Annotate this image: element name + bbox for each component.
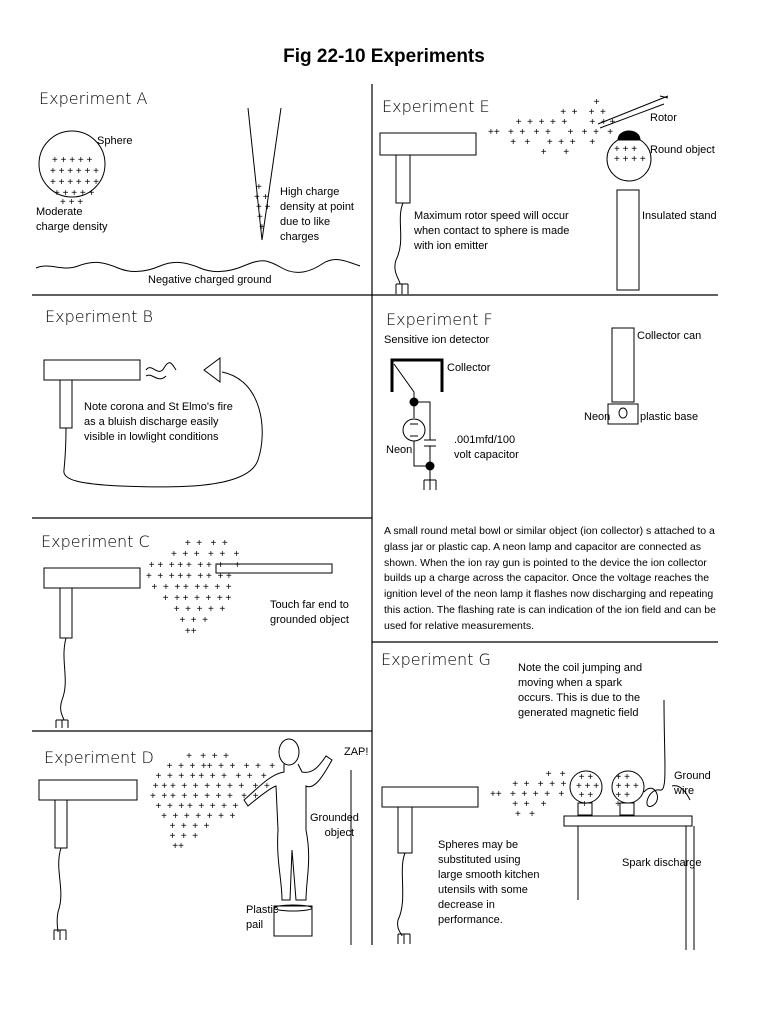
- exp-f-collector-label: Collector: [447, 362, 491, 374]
- exp-e-round-label: Round object: [650, 144, 715, 156]
- exp-a-moderate-label: Moderate charge density: [36, 206, 108, 233]
- svg-text:+: +: [257, 212, 263, 223]
- exp-e-stand-label: Insulated stand: [642, 210, 717, 222]
- exp-e-rotor-label: Rotor: [650, 112, 677, 124]
- svg-text:+: +: [259, 222, 265, 233]
- exp-b-title: Experiment B: [45, 307, 154, 326]
- exp-e-note: Maximum rotor speed will occur when cont…: [414, 210, 570, 252]
- page-title: Fig 22-10 Experiments: [283, 46, 485, 67]
- exp-g-spheres-note: Spheres may be substituted using large s…: [438, 839, 540, 926]
- exp-f-neon-label-1: Neon: [386, 444, 413, 456]
- exp-e-title: Experiment E: [382, 97, 490, 116]
- exp-c-touch-label: Touch far end to grounded object: [270, 599, 349, 626]
- exp-g-spark-label: Spark discharge: [622, 857, 702, 869]
- exp-d-ion-plus-marks: + + + + + + + ++ + + + + + + + + + + + +…: [150, 751, 276, 852]
- exp-g-ion-plus-marks: + + + + + + + ++ + + + + + + + + + +: [490, 769, 567, 820]
- exp-a-sphere-label: Sphere: [97, 135, 133, 147]
- exp-f-collector-can-label: Collector can: [637, 330, 702, 342]
- exp-c-ion-plus-marks: + + + + + + + + + + + + + + + + + + + + …: [146, 538, 241, 637]
- exp-f-detector-label: Sensitive ion detector: [384, 334, 490, 346]
- exp-d-title: Experiment D: [44, 748, 154, 767]
- exp-d-grounded-label: Grounded object: [310, 812, 359, 839]
- panel-dividers: [32, 84, 718, 945]
- svg-text:+ + + + +: + + + + +: [52, 155, 92, 166]
- svg-text:+: +: [256, 182, 262, 193]
- exp-g-art: [381, 699, 695, 950]
- exp-f-neon-label-2: Neon: [584, 411, 611, 423]
- exp-g-sphere-plus-marks: + + + + + + + + + + + + + + + +: [576, 772, 639, 810]
- exp-e-art: + + + + + + +: [379, 95, 669, 294]
- exp-f-art: [390, 327, 639, 490]
- exp-f-title: Experiment F: [386, 310, 493, 329]
- exp-a-high-label: High charge density at point due to like…: [280, 186, 354, 243]
- svg-text:+ +: + +: [254, 192, 269, 203]
- svg-text:+ +: + +: [256, 202, 271, 213]
- exp-e-ion-plus-marks: + + + + + + + + + + + + + ++ + + + + + +…: [488, 97, 616, 158]
- exp-d-zap: ZAP!: [344, 746, 369, 758]
- exp-d-pail-label: Plastic pail: [246, 904, 279, 931]
- exp-b-note: Note corona and St Elmo's fire as a blui…: [84, 401, 233, 443]
- exp-g-title: Experiment G: [381, 650, 491, 669]
- svg-text:+ + +: + + +: [60, 197, 83, 208]
- exp-a-title: Experiment A: [39, 89, 148, 108]
- exp-f-plastic-base-label: plastic base: [640, 411, 699, 423]
- exp-f-description: A small round metal bowl or similar obje…: [384, 525, 716, 632]
- exp-g-ground-wire-label: Ground wire: [674, 770, 711, 797]
- svg-text:+ + +: + + +: [614, 144, 637, 155]
- exp-c-title: Experiment C: [41, 532, 150, 551]
- svg-text:+ + + + + +: + + + + + +: [50, 166, 99, 177]
- svg-text:+ + + +: + + + +: [614, 154, 646, 165]
- exp-f-capacitor-label: .001mfd/100 volt capacitor: [454, 434, 519, 461]
- exp-a-art: + + + + + + + + + + + + + + + + + + + + …: [35, 107, 361, 273]
- exp-a-ground-label: Negative charged ground: [148, 274, 272, 286]
- exp-c-art: [43, 563, 333, 728]
- svg-text:+ + + + + +: + + + + + +: [50, 177, 99, 188]
- exp-b-art: [43, 357, 263, 488]
- exp-d-art: [38, 738, 352, 945]
- exp-g-note: Note the coil jumping and moving when a …: [518, 662, 643, 719]
- svg-text:+ + + + +: + + + + +: [54, 188, 94, 199]
